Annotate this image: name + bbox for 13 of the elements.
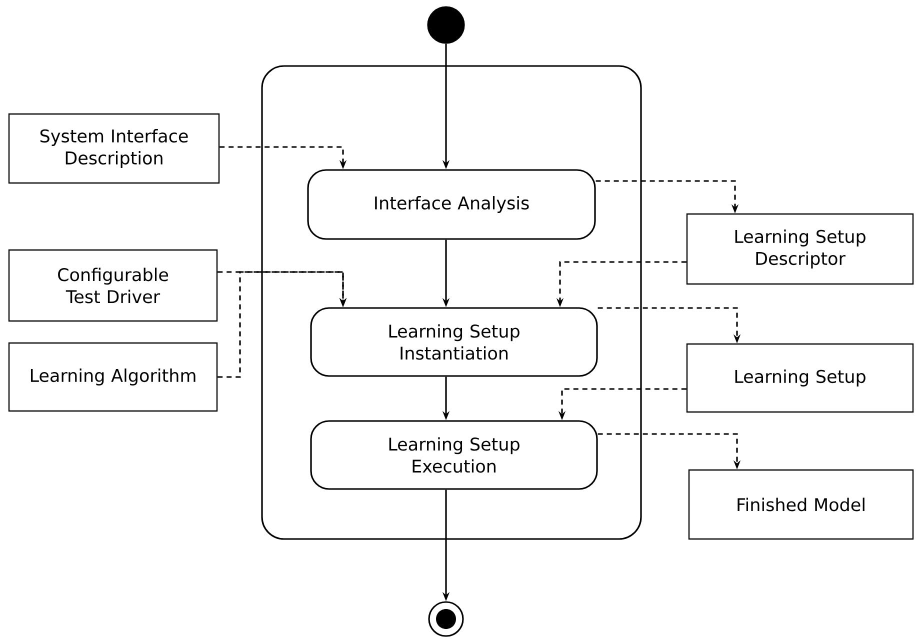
arrow (218, 271, 347, 378)
object-box: Learning Algorithm (8, 342, 218, 412)
start-circle (427, 6, 465, 44)
action-box: Learning Setup Instantiation (310, 307, 598, 377)
object-box: Learning Setup Descriptor (686, 213, 914, 285)
action-box: Interface Analysis (307, 169, 596, 240)
object-box: Learning Setup (686, 343, 914, 413)
activity-frame (261, 65, 642, 540)
end-circle (428, 601, 464, 637)
action-box: Learning Setup Execution (310, 420, 598, 490)
object-box: System Interface Description (8, 113, 220, 184)
object-box: Finished Model (688, 469, 914, 540)
object-box: Configurable Test Driver (8, 249, 218, 322)
